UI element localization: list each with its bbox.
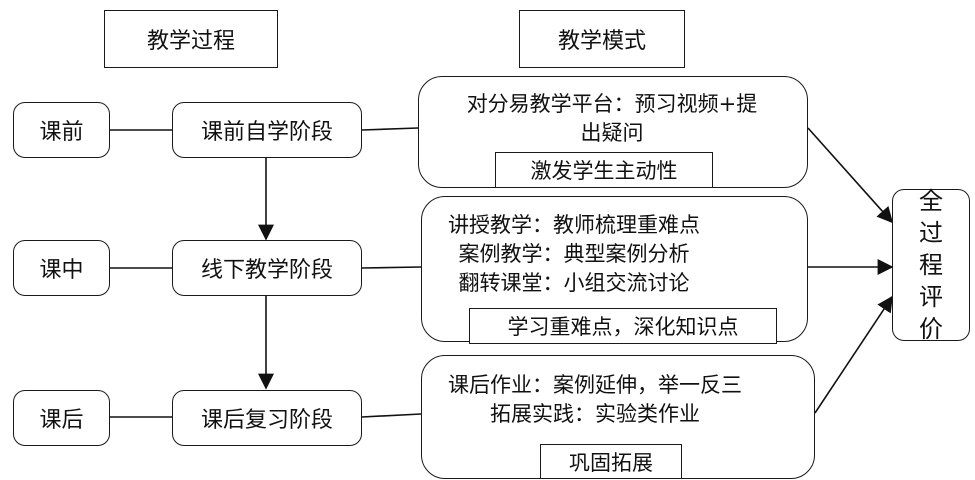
stage-post-class-review: 课后复习阶段 [172,390,362,446]
mode-post-class-tag: 巩固拓展 [540,444,682,479]
line-stage2-to-mode2 [361,266,422,269]
whole-process-evaluation: 全 过 程 评 价 [892,187,970,343]
arrow-mode3-to-evaluation [814,295,893,414]
mode-post-class-line-1: 课后作业：案例延伸，举一反三 [448,373,742,397]
line-stage1-to-mode1 [361,127,419,131]
mode-pre-class-line-2: 出疑问 [580,121,644,145]
stage-pre-class-self-study: 课前自学阶段 [172,102,362,158]
mode-panel-post-class: 课后作业：案例延伸，举一反三 拓展实践：实验类作业 巩固拓展 [421,355,815,479]
phase-during-class: 课中 [13,240,110,296]
mode-panel-pre-class: 对分易教学平台：预习视频+提 出疑问 激发学生主动性 [418,76,808,188]
mode-offline-line-2: 案例教学：典型案例分析 [458,242,690,266]
evaluation-char-3: 程 [919,251,943,279]
evaluation-char-1: 全 [919,187,943,215]
arrow-mode1-to-evaluation [807,127,894,224]
mode-offline-line-1: 讲授教学：教师梳理重难点 [448,213,700,237]
phase-before-class: 课前 [13,102,110,158]
evaluation-char-2: 过 [919,219,943,247]
phase-after-class: 课后 [13,390,110,446]
line-stage3-to-mode3 [361,413,422,418]
mode-post-class-line-2: 拓展实践：实验类作业 [490,402,700,426]
header-teaching-mode: 教学模式 [519,10,685,68]
evaluation-char-5: 价 [919,315,943,343]
header-teaching-process: 教学过程 [104,10,278,68]
mode-pre-class-tag: 激发学生主动性 [495,152,713,188]
mode-pre-class-line-1: 对分易教学平台：预习视频+提 [466,92,758,116]
stage-offline-teaching: 线下教学阶段 [172,240,362,296]
evaluation-char-4: 评 [919,283,943,311]
mode-offline-tag: 学习重难点，深化知识点 [469,308,777,344]
mode-offline-line-3: 翻转课堂：小组交流讨论 [458,271,690,295]
mode-panel-offline: 讲授教学：教师梳理重难点 案例教学：典型案例分析 翻转课堂：小组交流讨论 学习重… [421,196,808,344]
